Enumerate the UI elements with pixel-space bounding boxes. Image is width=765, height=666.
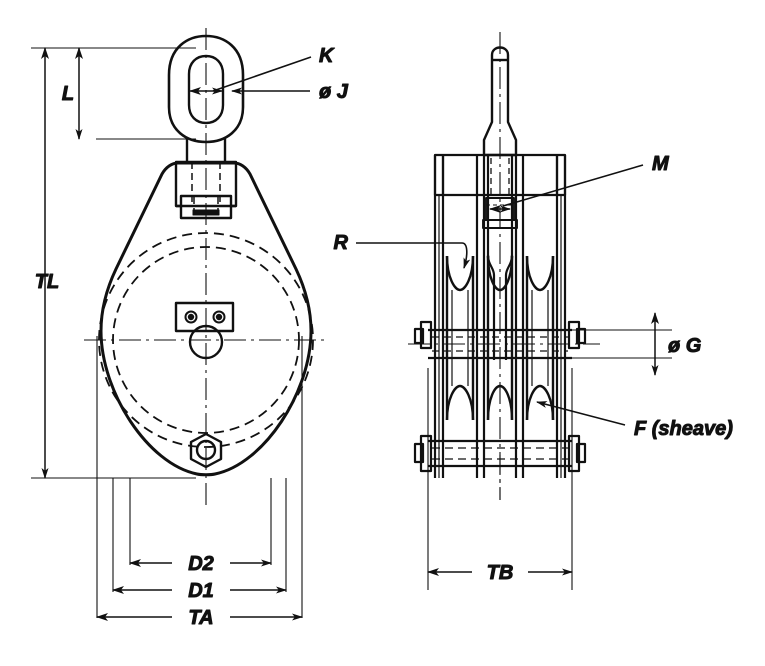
callout-R: R xyxy=(333,232,471,269)
front-view-group: L TL K ø J xyxy=(31,28,349,630)
retaining-key-detail xyxy=(482,197,518,229)
dimension-TL-label: TL xyxy=(35,271,59,293)
callout-M-label: M xyxy=(652,153,670,175)
dimension-G-extension-lines xyxy=(530,329,672,359)
dimension-TA-label: TA xyxy=(188,607,213,629)
dimension-TB-label: TB xyxy=(487,562,514,584)
dimension-D1-label: D1 xyxy=(188,580,214,602)
dimension-G-label: ø G xyxy=(668,335,701,357)
dimension-TB: TB xyxy=(427,368,573,590)
dimension-TA: TA xyxy=(96,602,303,630)
callout-J: ø J xyxy=(189,81,349,104)
grease-fitting-right xyxy=(212,310,226,324)
callout-F-leader xyxy=(536,401,626,426)
lower-cross-bolt xyxy=(413,434,587,500)
sheave-1-bore-lines xyxy=(451,290,469,386)
callout-J-label: ø J xyxy=(319,81,349,103)
swivel-nut-washer xyxy=(192,209,220,216)
swivel-eye-opening xyxy=(187,54,225,125)
swivel-stem-hidden-lines xyxy=(490,158,510,196)
dimension-L-extension-lines xyxy=(60,47,196,140)
dimension-TB-extension-lines xyxy=(427,368,573,590)
swivel-nut-assembly xyxy=(174,160,238,220)
block-shell-outline xyxy=(99,161,313,477)
grease-fitting-left xyxy=(184,310,198,324)
dimension-L: L xyxy=(60,47,196,140)
callout-K-label: K xyxy=(319,45,335,67)
swivel-eye-edge-view xyxy=(482,46,518,157)
dimension-D2-label: D2 xyxy=(188,553,214,575)
callout-K: K xyxy=(212,45,336,92)
sheave-3-bore-lines xyxy=(531,290,549,386)
dimension-D1: D1 xyxy=(112,575,287,603)
sheave-3 xyxy=(525,255,555,421)
swivel-eye xyxy=(167,34,245,144)
bottom-hex-nut xyxy=(189,432,223,469)
dimension-D2: D2 xyxy=(129,548,272,576)
dimension-TL-extension-lines xyxy=(31,47,196,479)
callout-K-leader xyxy=(212,56,312,92)
axle-pin xyxy=(408,320,600,360)
eye-shank xyxy=(185,138,227,162)
axle-pin-hidden-lines xyxy=(432,336,568,352)
callout-F: F (sheave) xyxy=(536,401,734,441)
dimension-TL: TL xyxy=(31,47,196,479)
front-view-bottom-extension-lines xyxy=(96,336,303,618)
callout-R-label: R xyxy=(334,232,349,254)
sheave-1 xyxy=(445,255,475,421)
dimension-G: ø G xyxy=(530,312,702,376)
side-view-group: M R F (sheave) ø G xyxy=(333,32,734,590)
callout-M: M xyxy=(502,153,671,207)
divider-plates xyxy=(475,155,525,478)
axle-hub xyxy=(174,301,235,360)
dimension-L-label: L xyxy=(62,83,74,105)
callout-R-leader xyxy=(356,242,471,269)
callout-F-label: F (sheave) xyxy=(634,418,733,440)
sheave-2 xyxy=(486,255,514,421)
side-plates xyxy=(433,155,567,478)
callout-M-leader xyxy=(502,164,644,207)
